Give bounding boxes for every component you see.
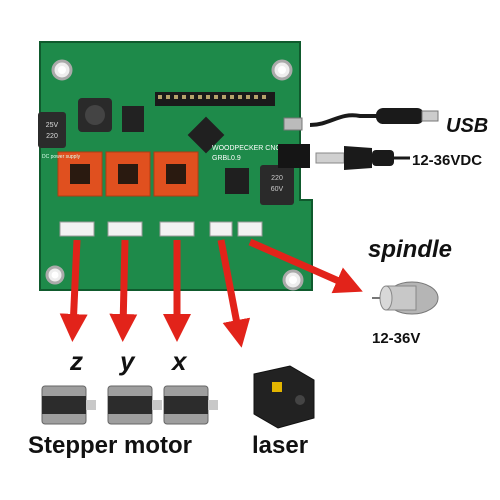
usb-label: USB [446,115,488,137]
board-model-silkscreen: WOODPECKER CNC [212,145,280,152]
inductor [78,98,112,132]
y-axis-label: y [120,346,135,376]
mounting-hole [51,59,73,81]
svg-text:220: 220 [271,175,283,182]
z-axis-label: z [70,346,83,376]
regulator-chip [122,106,144,132]
laser-connector [209,221,233,237]
mosfet [225,168,249,194]
stepper-driver [57,151,103,197]
board-chip-silkscreen: DC power supply [42,154,81,160]
x-axis-connector [159,221,195,237]
stepper-driver [153,151,199,197]
laser-label: laser [252,432,309,459]
mounting-hole [271,59,293,81]
svg-text:25V: 25V [46,122,59,129]
svg-text:220: 220 [46,133,58,140]
usb-port [283,117,303,131]
spindle-voltage-label: 12-36V [372,330,421,347]
mcu-chip [187,116,225,154]
stepper-motor-icon [107,385,162,425]
x-axis-label: x [172,346,187,376]
stepper-motor-icon [41,385,96,425]
usb-cable-icon [309,108,439,127]
mounting-hole [282,269,304,291]
svg-text:60V: 60V [271,186,284,193]
dc-jack [278,144,310,168]
stepper-driver [105,151,151,197]
pin-header [155,92,275,106]
laser-module-icon [253,365,315,429]
spindle-connector [237,221,263,237]
y-arrow [109,239,138,342]
mounting-hole [45,265,65,285]
dc-voltage-label: 12-36VDC [412,152,482,169]
signal-arrows [59,238,363,348]
stepper-motor-label: Stepper motor [28,432,193,459]
y-axis-connector [107,221,143,237]
spindle-arrow [248,238,363,294]
z-axis-connector [59,221,95,237]
stepper-motor-icon [163,385,218,425]
board-firmware-silkscreen: GRBL0.9 [212,155,241,162]
electrolytic-capacitor: 25V 220 [38,112,66,148]
spindle-motor-icon [372,281,439,315]
dc-plug-icon [315,146,410,170]
power-capacitor: 220 60V [260,165,294,205]
laser-arrow [217,239,251,348]
z-arrow [59,239,88,342]
spindle-label: spindle [368,236,453,263]
